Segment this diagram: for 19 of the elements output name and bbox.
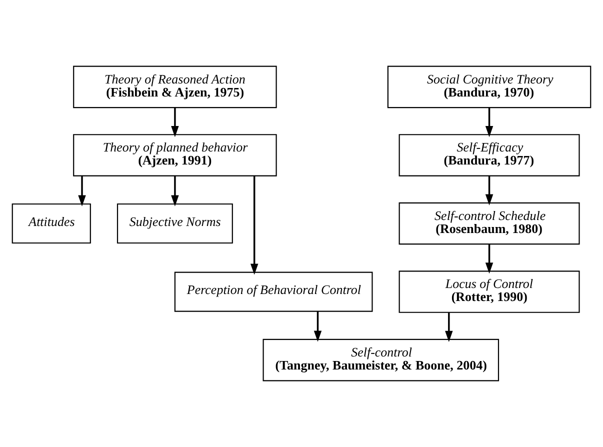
arrow <box>171 176 179 206</box>
node-box: Perception of Behavioral Control <box>174 272 373 312</box>
node-box: Subjective Norms <box>116 203 233 244</box>
arrow <box>171 108 179 138</box>
node-box: Social Cognitive Theory (Bandura, 1970) <box>387 66 592 108</box>
arrow <box>314 312 322 342</box>
node-box: Attitudes <box>12 203 91 244</box>
arrow <box>78 176 86 206</box>
node-box: Locus of Control (Rotter, 1990) <box>398 270 580 313</box>
node-box: Self-control (Tangney, Baumeister, & Boone, 2004) <box>262 338 500 382</box>
arrow <box>445 312 453 342</box>
arrow <box>485 108 494 138</box>
arrow <box>485 244 494 274</box>
node-box: Theory of Reasoned Action (Fishbein & Ajzen, 1975) <box>73 66 277 108</box>
arrow <box>485 176 494 206</box>
node-box: Self-control Schedule (Rosenbaum, 1980) <box>398 202 580 245</box>
arrow <box>250 176 258 275</box>
node-box: Self-Efficacy (Bandura, 1977) <box>398 134 580 176</box>
node-box: Theory of planned behavior (Ajzen, 1991) <box>73 134 277 176</box>
